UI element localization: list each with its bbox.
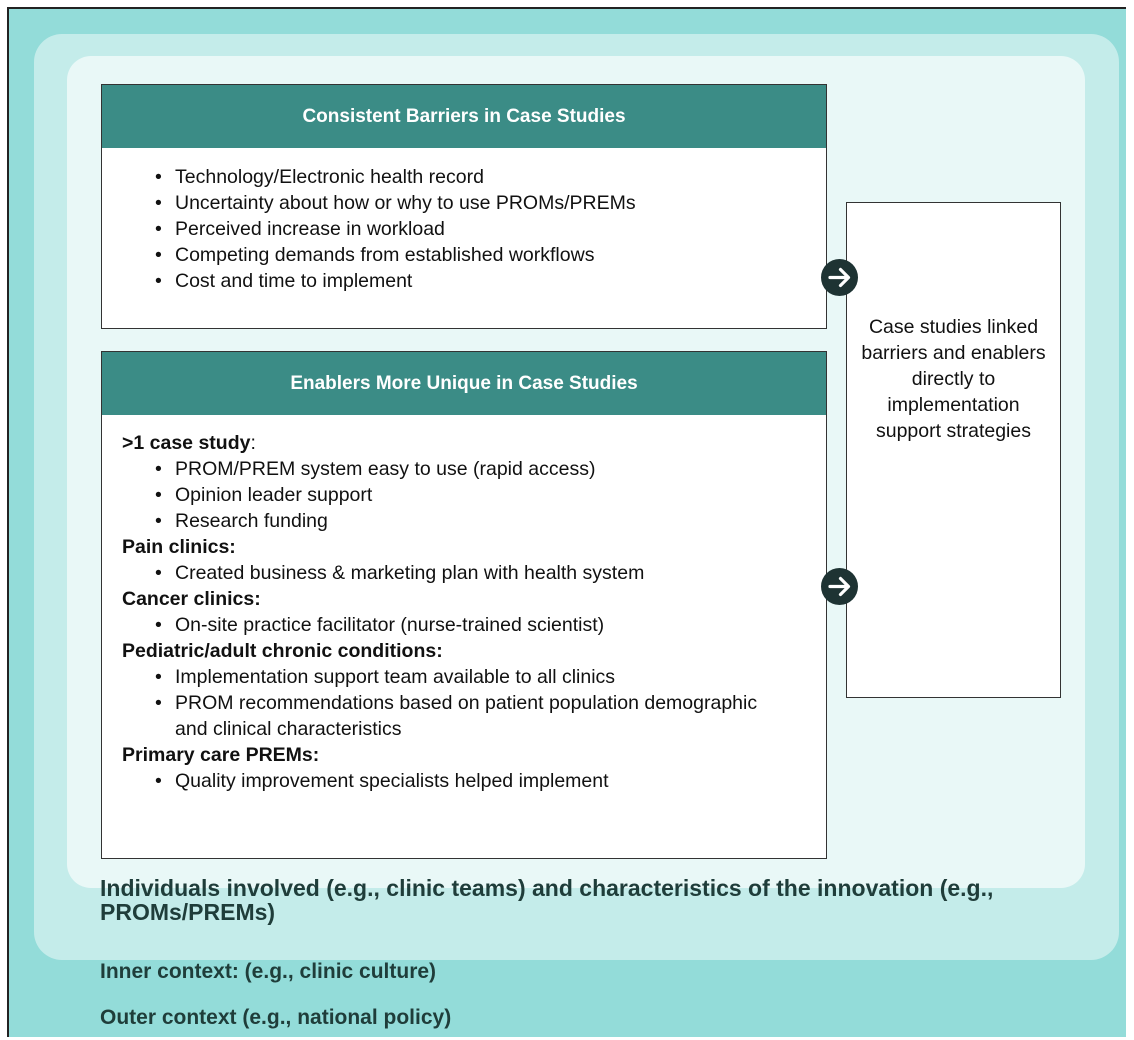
enabler-item: Research funding xyxy=(155,508,826,534)
barrier-item: Perceived increase in workload xyxy=(155,216,826,242)
enablers-box: Enablers More Unique in Case Studies >1 … xyxy=(101,351,827,859)
enabler-group-list: Implementation support team available to… xyxy=(122,664,826,742)
arrow-right-circle-icon xyxy=(821,568,858,605)
enabler-group-title: Cancer clinics: xyxy=(122,588,261,610)
barrier-item: Cost and time to implement xyxy=(155,268,826,294)
barriers-list: Technology/Electronic health record Unce… xyxy=(102,148,826,294)
barrier-item: Competing demands from established workf… xyxy=(155,242,826,268)
enabler-item: PROM recommendations based on patient po… xyxy=(155,690,826,742)
enabler-item: Quality improvement specialists helped i… xyxy=(155,768,826,794)
enabler-item: Created business & marketing plan with h… xyxy=(155,560,826,586)
enabler-item: Implementation support team available to… xyxy=(155,664,826,690)
enabler-group-title: Primary care PREMs: xyxy=(122,744,320,766)
outer-context-label: Outer context (e.g., national policy) xyxy=(100,1006,452,1029)
enabler-group-list: On-site practice facilitator (nurse-trai… xyxy=(122,612,826,638)
individuals-context-label: Individuals involved (e.g., clinic teams… xyxy=(100,875,994,925)
enabler-group-list: PROM/PREM system easy to use (rapid acce… xyxy=(122,456,826,534)
enablers-title: Enablers More Unique in Case Studies xyxy=(102,352,826,415)
enabler-group-title: >1 case study: xyxy=(122,432,256,454)
barrier-item: Uncertainty about how or why to use PROM… xyxy=(155,190,826,216)
barrier-item: Technology/Electronic health record xyxy=(155,164,826,190)
enabler-group-list: Created business & marketing plan with h… xyxy=(122,560,826,586)
enabler-item: PROM/PREM system easy to use (rapid acce… xyxy=(155,456,826,482)
inner-context-label: Inner context: (e.g., clinic culture) xyxy=(100,960,437,983)
enabler-group-title: Pediatric/adult chronic conditions: xyxy=(122,640,443,662)
barriers-title: Consistent Barriers in Case Studies xyxy=(102,85,826,148)
barriers-box: Consistent Barriers in Case Studies Tech… xyxy=(101,84,827,329)
arrow-right-circle-icon xyxy=(821,259,858,296)
enabler-group-list: Quality improvement specialists helped i… xyxy=(122,768,826,794)
enablers-content: >1 case study: PROM/PREM system easy to … xyxy=(102,415,826,794)
implementation-link-text: Case studies linked barriers and enabler… xyxy=(861,316,1046,442)
enabler-item: Opinion leader support xyxy=(155,482,826,508)
enabler-item: On-site practice facilitator (nurse-trai… xyxy=(155,612,826,638)
enabler-group-title: Pain clinics: xyxy=(122,536,236,558)
implementation-link-box: Case studies linked barriers and enabler… xyxy=(846,202,1061,698)
